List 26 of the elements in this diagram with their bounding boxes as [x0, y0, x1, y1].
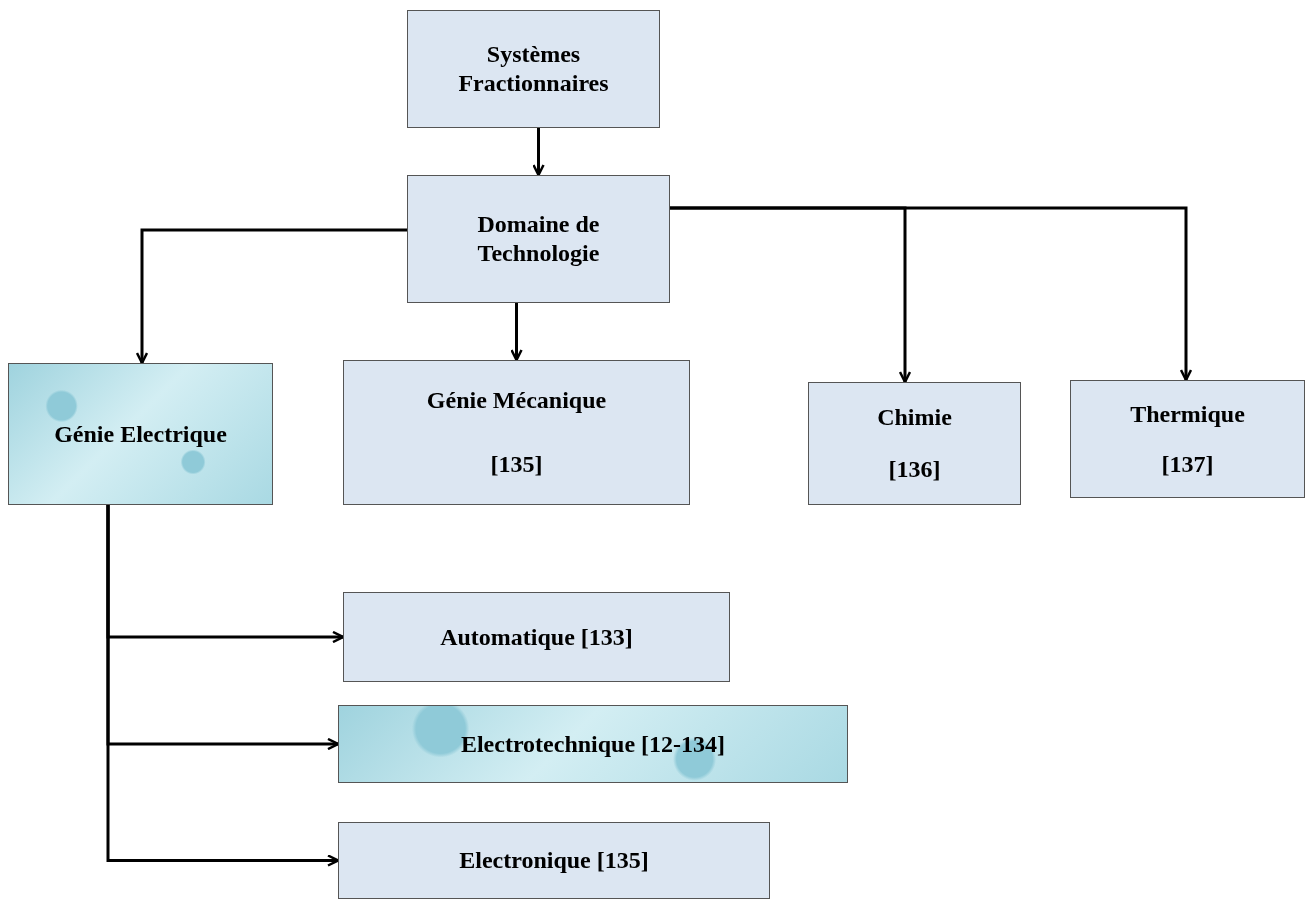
- box-label: Electronique [135]: [459, 846, 649, 875]
- arrow: [510, 303, 523, 362]
- arrow: [532, 128, 545, 177]
- box: [1070, 380, 1305, 498]
- box: [808, 382, 1021, 505]
- box: [338, 822, 770, 899]
- box-label: Electrotechnique [12-134]: [460, 729, 726, 759]
- box-label: Génie Mécanique: [426, 386, 607, 416]
- box-label: Génie Electrique: [54, 419, 227, 449]
- box: [407, 10, 660, 128]
- box-label: [137]: [1161, 449, 1214, 479]
- box-label: Automatique [133]: [440, 622, 633, 652]
- box-label: [135]: [490, 449, 543, 479]
- box-label: Thermique: [1130, 399, 1245, 429]
- arrow: [135, 228, 407, 365]
- box-label: Domaine de Technologie: [476, 210, 601, 268]
- box-label: Systèmes Fractionnaires: [457, 40, 610, 98]
- box: [407, 175, 670, 303]
- box-label: Chimie: [877, 402, 952, 432]
- box-label: [136]: [888, 455, 941, 485]
- arrow: [106, 505, 340, 867]
- arrow: [670, 206, 1193, 382]
- textured-box: [8, 363, 273, 505]
- box: [343, 592, 730, 682]
- textured-box: [338, 705, 848, 783]
- box: [343, 360, 690, 505]
